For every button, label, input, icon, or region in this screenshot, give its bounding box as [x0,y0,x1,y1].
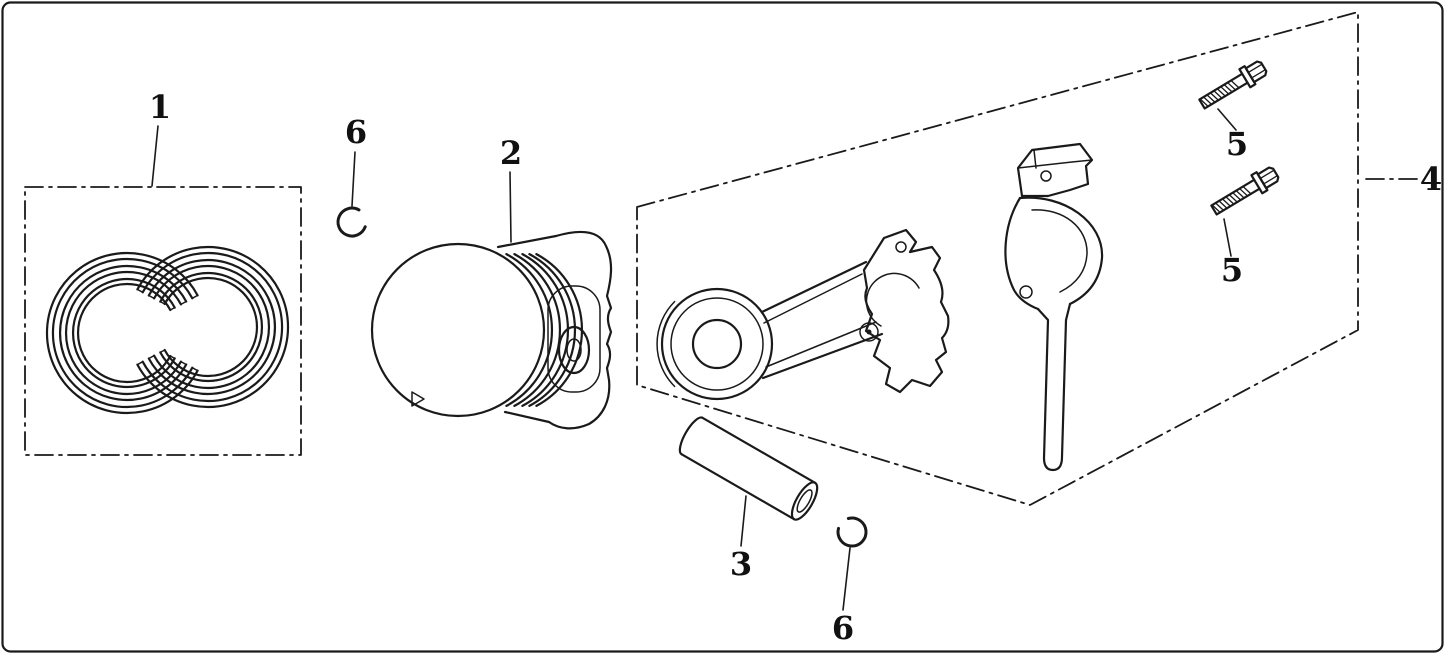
piston-pin [678,416,819,521]
callout-2-label: 2 [500,134,522,172]
piston-orientation-mark [411,391,425,407]
bolt-threads [1211,185,1252,214]
oil-dipper-blade [1036,302,1072,472]
bolt-head-facets [1259,169,1279,185]
pin-clip-lower [836,516,868,548]
ring-groove-arc [521,253,569,407]
callout-5-lower-label: 5 [1221,251,1243,289]
small-end-rim [670,297,764,391]
callout-5-upper-leader [1217,108,1237,131]
bolt-shank [1198,72,1249,110]
bolt-head [1244,60,1268,84]
callout-2-leader [509,171,512,243]
ring-end-gaps [136,288,166,366]
callout-3-leader [740,495,747,547]
bolt-flange [1250,171,1269,195]
bolt-shank [1210,178,1261,216]
cap-bolt-hole-lower [1019,285,1033,299]
big-end-body [862,228,950,394]
bolt-head-facets [1247,63,1267,79]
small-end-outer [660,287,774,401]
callout-1-label: 1 [149,88,171,126]
cap-bracket [1016,142,1094,198]
pin-clip-upper [336,206,367,238]
cap-shell-inner [1031,209,1088,293]
bearing-cap-dipper [1004,142,1104,472]
cap-left-edge [1004,196,1040,311]
boss-hole [895,241,907,253]
piston [370,230,613,430]
callout-1-leader [151,125,159,187]
pin-boss-outer [557,325,591,375]
cap-bolt-hole-upper [1040,170,1052,182]
cap-shell-outer [1018,196,1104,306]
piston-crown-circle [370,242,546,418]
bolt-flange [1238,65,1257,89]
callout-5-upper-label: 5 [1226,125,1248,163]
small-end-bore [691,318,743,370]
ring-groove-arc [528,253,576,407]
crown-edge-lines [496,234,558,424]
rod-bolt-hole-center [866,329,872,335]
pin-end-face [790,481,819,521]
rod-beam-edges [760,260,884,380]
cap-bracket-detail [1017,149,1093,169]
small-end-lip [656,300,676,388]
callout-6-lower-leader [842,547,851,611]
callout-3-label: 3 [730,545,752,583]
pin-boss-bore [566,338,582,362]
callout-6-upper-label: 6 [345,113,367,151]
ring-end-gaps [169,294,199,372]
rod-beam-web [763,273,877,368]
connecting-rod [656,228,950,401]
pin-boss-window [547,285,601,393]
rod-bolt-upper [1198,60,1268,110]
big-end-bearing-bore [865,272,920,327]
bolt-threads [1199,79,1240,108]
callout-6-upper-leader [351,151,356,207]
callout-5-lower-leader [1223,218,1232,257]
piston-ring-set-right [136,245,290,409]
rod-bolt-lower [1210,166,1280,216]
pin-bore [796,489,813,513]
rod-bolt-hole [859,322,879,342]
piston-skirt-profile [547,230,613,430]
ring-groove-arc [513,253,561,407]
piston-ring-set-left [45,251,199,415]
callout-6-lower-label: 6 [832,609,854,647]
callout-4-label: 4 [1420,160,1442,198]
ring-set-outline-box [24,186,302,456]
bolt-head [1256,166,1280,190]
ring-groove-arc [505,253,553,407]
